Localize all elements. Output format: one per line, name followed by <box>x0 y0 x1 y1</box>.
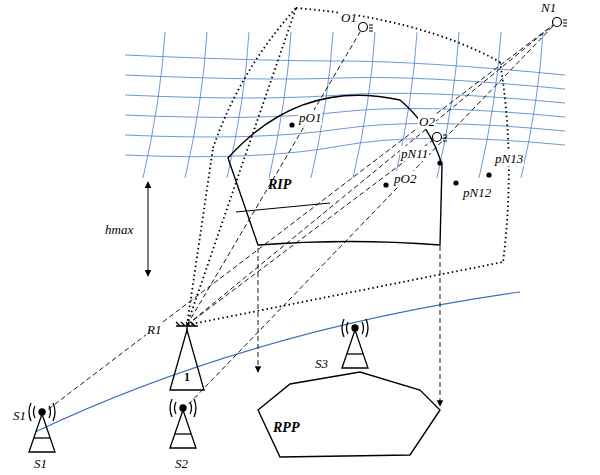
target-name: N1 <box>540 0 557 15</box>
point-name: pN11 <box>400 146 429 161</box>
region-name: RPP <box>273 420 299 436</box>
tower-symbol <box>29 403 55 452</box>
grid-line <box>125 108 565 117</box>
region-outline <box>255 372 445 462</box>
projection-region: RIP <box>222 85 444 248</box>
grid-line <box>125 75 565 89</box>
tower-symbol <box>342 319 368 368</box>
point-name: pN13 <box>494 151 524 166</box>
base-stations <box>29 319 368 452</box>
grid-line <box>311 32 333 178</box>
station-name: R1 <box>146 322 162 337</box>
grid-line <box>125 123 565 137</box>
region-outline <box>222 85 444 248</box>
point-name: pO1 <box>298 110 322 125</box>
tower-symbol <box>170 399 196 448</box>
callout-number: 1 <box>183 370 191 385</box>
height-dimension <box>148 182 149 276</box>
region-outline <box>228 95 442 245</box>
targets <box>359 18 568 142</box>
dimension-label: hmax <box>104 222 134 237</box>
ground-curve <box>35 292 520 432</box>
region-name: RIP <box>268 177 291 193</box>
sight-lines <box>42 22 557 414</box>
projection-arrow <box>440 246 441 406</box>
coverage-cone <box>187 8 509 325</box>
region-outline <box>258 372 440 457</box>
divider-line <box>236 203 330 212</box>
projection-region: RPP <box>255 372 445 462</box>
target-name: O1 <box>340 10 358 25</box>
target-name: O2 <box>418 114 436 129</box>
grid-line <box>353 32 375 178</box>
grid-line <box>143 32 165 178</box>
grid-line <box>125 93 565 103</box>
station-name: S1 <box>12 408 27 423</box>
receiver-symbol <box>170 322 204 390</box>
point-name: pO2 <box>393 171 417 186</box>
terrain-grid <box>125 32 565 178</box>
intersection-points <box>289 122 491 187</box>
grid-line <box>185 32 207 178</box>
station-name: S3 <box>314 356 329 371</box>
station-name: S2 <box>174 456 189 471</box>
grid-line <box>269 32 291 178</box>
station-name: S1 <box>33 456 48 471</box>
point-name: pN12 <box>462 185 492 200</box>
grid-line <box>521 32 543 178</box>
projection-arrow <box>258 248 259 372</box>
